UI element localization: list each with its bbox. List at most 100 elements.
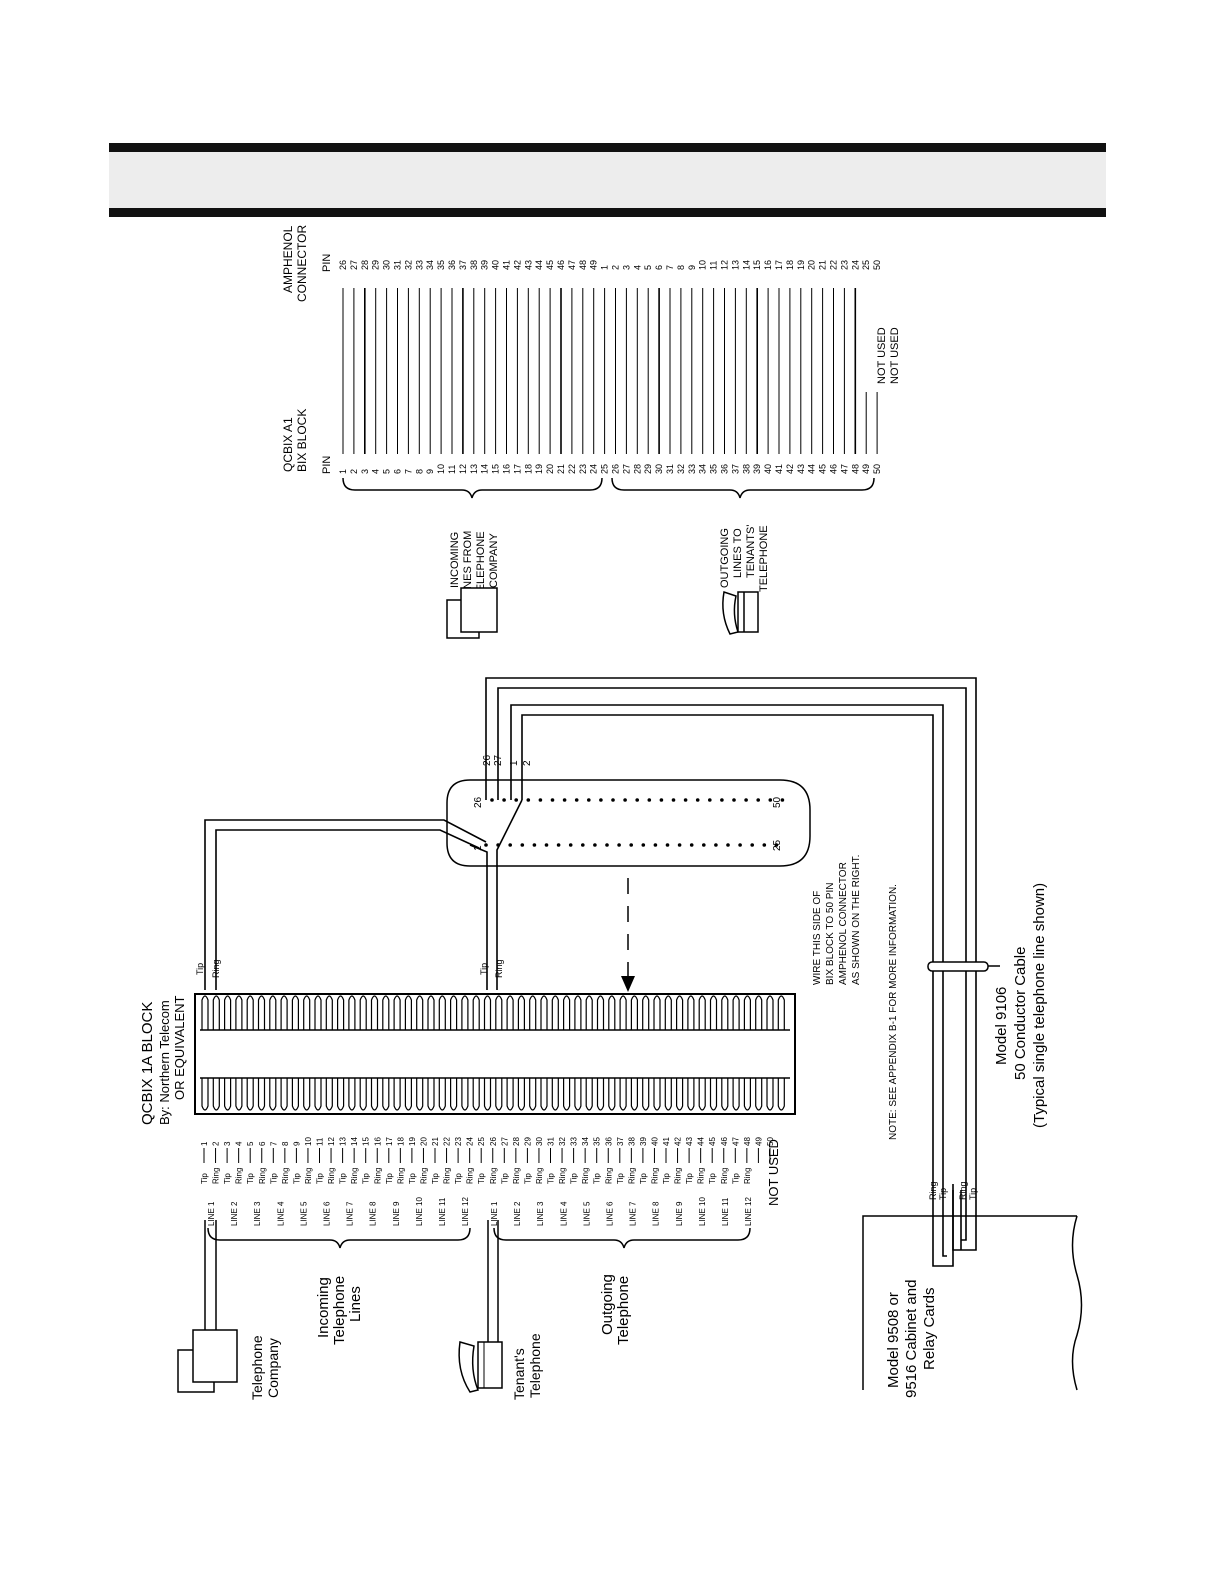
cabinet-line2: 9516 Cabinet and (903, 1280, 920, 1398)
bix-pin-number: 28 (512, 1137, 521, 1146)
amp-pin-cell: 2 (611, 265, 621, 270)
bix-bottom-finger (551, 1078, 559, 1111)
svg-text:COMPANY: COMPANY (488, 533, 500, 588)
bix-top-finger (416, 995, 424, 1030)
bix-top-finger (438, 995, 446, 1030)
svg-text:AS SHOWN ON THE RIGHT.: AS SHOWN ON THE RIGHT. (851, 855, 862, 985)
amp-pin-cell: 13 (730, 260, 740, 270)
telephone-company-line1: Telephone (249, 1335, 265, 1400)
bix-pin-number: 17 (385, 1137, 394, 1146)
amp-pin-cell: 35 (436, 260, 446, 270)
connector-pin (581, 843, 585, 847)
bix-bottom-finger (676, 1078, 684, 1111)
wire-note: WIRE THIS SIDE OF BIX BLOCK TO 50 PIN AM… (812, 855, 862, 985)
bix-top-finger (574, 995, 582, 1030)
bix-not-used-label: NOT USED (766, 1139, 781, 1206)
bix-pin-type: Ring (627, 1168, 636, 1184)
connector-pin (768, 798, 773, 802)
bix-top-finger (201, 995, 209, 1030)
bix-pin-type: Tip (269, 1173, 278, 1184)
bix-pin-cell: 50 (872, 464, 882, 474)
cable-model: Model 9106 (993, 987, 1010, 1065)
connector-pin (695, 798, 700, 802)
bix-pin-cell: 6 (393, 469, 403, 474)
bix-pin-number: 45 (708, 1137, 717, 1146)
bix-top-finger (404, 995, 412, 1030)
pin-table-row: 732 (403, 260, 413, 474)
incoming-lines-label: Incoming Telephone Lines (315, 1276, 364, 1345)
bix-pin-cell: 44 (807, 464, 817, 474)
connector-pin (532, 843, 537, 847)
line-label: LINE 3 (536, 1201, 545, 1226)
bix-pin-type: Ring (258, 1168, 267, 1184)
bix-pin-type: Ring (535, 1168, 544, 1184)
connector-pin (599, 798, 603, 802)
amp-pin-cell: 6 (654, 265, 664, 270)
bix-pin-type: Ring (674, 1168, 683, 1184)
cable-desc: 50 Conductor Cable (1012, 947, 1029, 1080)
bix-pin-number: 35 (593, 1137, 602, 1146)
bix-top-finger (314, 995, 322, 1030)
bix-top-finger (642, 995, 650, 1030)
connector-pin (744, 798, 748, 802)
bix-maker-text: By: Northern Telecom (157, 1000, 172, 1125)
bix-pin-number: 22 (443, 1137, 452, 1146)
bix-bottom-finger (314, 1078, 322, 1111)
pin-table-row: 328 (360, 260, 370, 474)
bix-pin-type: Ring (396, 1168, 405, 1184)
svg-text:WIRE THIS SIDE OF: WIRE THIS SIDE OF (812, 891, 823, 985)
bix-pin-number: 2 (212, 1141, 221, 1146)
bix-pin-cell: 29 (643, 464, 653, 474)
bix-bottom-finger (427, 1078, 435, 1111)
line-label: LINE 7 (346, 1201, 355, 1226)
connector-pin (508, 843, 512, 847)
svg-text:LINES TO: LINES TO (732, 528, 744, 578)
amp-pin-cell: 17 (774, 260, 784, 270)
svg-text:INCOMING: INCOMING (449, 532, 461, 588)
amp-pin-cell: 8 (676, 265, 686, 270)
bix-bottom-finger (325, 1078, 333, 1111)
bix-bottom-finger (472, 1078, 480, 1111)
bix-top-finger (551, 995, 559, 1030)
bix-pin-cell: 45 (818, 464, 828, 474)
header-bottom-rule (109, 208, 1106, 217)
bix-top-finger (246, 995, 254, 1030)
connector-pin (653, 843, 658, 847)
connector-pin (593, 843, 597, 847)
bix-top-finger (472, 995, 480, 1030)
tenant-telephone: Tenant's Telephone (458, 1220, 543, 1400)
bix-bottom-finger (257, 1078, 266, 1111)
bix-pin-cell: 42 (785, 464, 795, 474)
bix-pin-cell: 33 (687, 464, 697, 474)
bix-pin-type: Tip (292, 1173, 301, 1184)
bix-bottom-finger (664, 1078, 672, 1111)
bix-bottom-finger (246, 1078, 254, 1111)
bix-pin-number: 32 (558, 1137, 567, 1146)
line-label: LINE 8 (652, 1201, 661, 1226)
bix-top-finger (563, 995, 571, 1030)
bix-pin-number: 25 (477, 1137, 486, 1146)
bix-pin-type: Tip (500, 1173, 509, 1184)
bix-top-finger (257, 995, 266, 1030)
amp-pin-cell: 47 (567, 260, 577, 270)
